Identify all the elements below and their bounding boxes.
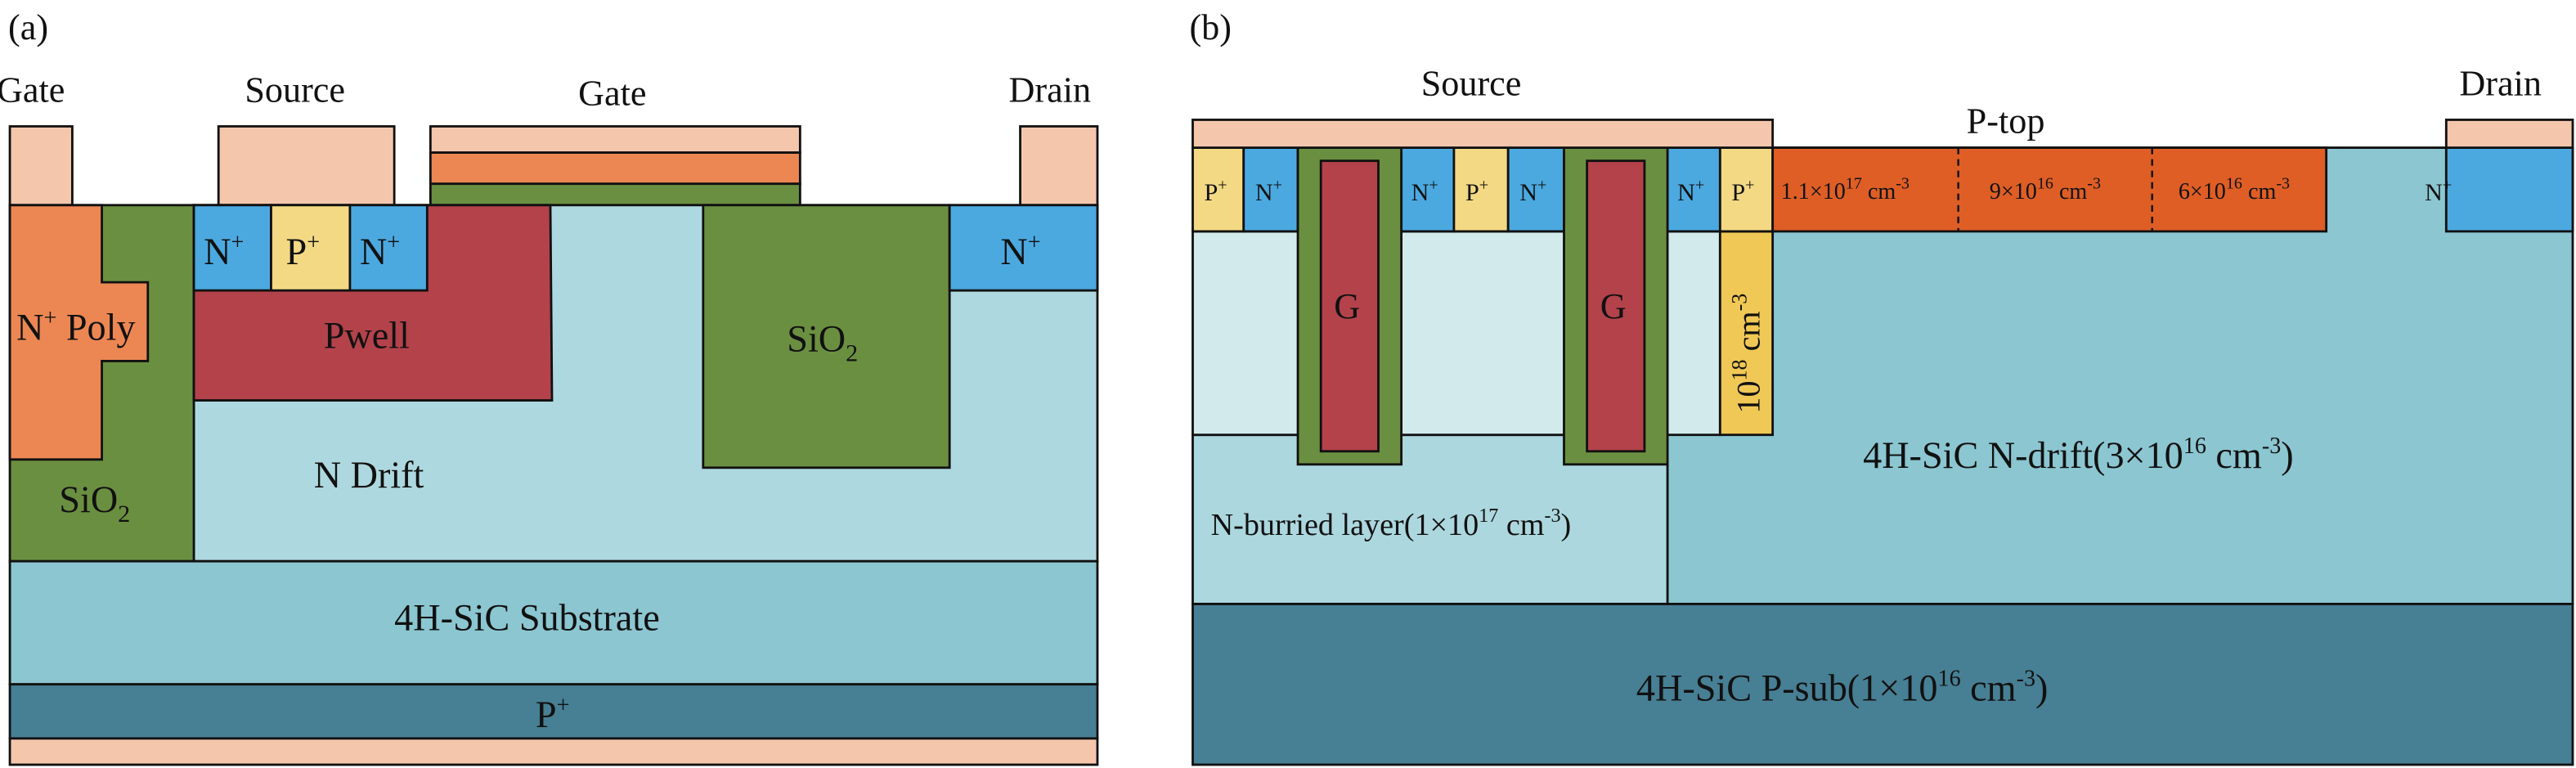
terminal-gate-left-label: Gate	[0, 70, 65, 110]
gate-top-oxide	[429, 182, 801, 207]
top-cell-label: N+	[1677, 177, 1704, 206]
p-plus-layer	[8, 683, 1099, 740]
n-drift-top-label-b: N+	[2425, 177, 2452, 206]
top-cell-p-plus-3	[1718, 146, 1775, 233]
top-cell-label: N+	[1519, 177, 1546, 206]
terminal-source-label-b: Source	[1421, 63, 1522, 103]
n-plus-2-label: N+	[360, 230, 400, 272]
terminal-gate-top-label: Gate	[578, 73, 646, 113]
trench-2-gate	[1586, 159, 1646, 453]
gate-top-poly	[429, 151, 801, 186]
n-plus-1-label: N+	[204, 230, 244, 272]
p-top-zone-1-label: 1.1×1017 cm-3	[1781, 175, 1910, 204]
terminal-drain-label-b: Drain	[2459, 63, 2542, 103]
drain-contact-b	[2444, 119, 2574, 149]
p-sub-label: 4H-SiC P-sub(1×1016 cm-3)	[1636, 667, 2049, 709]
panel-b: (b) Source P-top Drain	[1189, 7, 2574, 766]
gate-1-label: G	[1334, 286, 1360, 326]
source-contact-b	[1192, 119, 1775, 149]
n-buried-layer-label: N-burried layer(1×1017 cm-3)	[1211, 505, 1572, 542]
source-n-plus-1	[192, 204, 272, 292]
substrate-layer	[8, 559, 1099, 686]
p-plus-bottom-label: P+	[536, 693, 570, 735]
drain-n-plus	[948, 204, 1099, 292]
p-top-zone-2-label: 9×1016 cm-3	[1990, 175, 2101, 204]
n-plus-poly-gate	[8, 204, 150, 461]
p-pillar-label: 1018 cm-3	[1727, 294, 1766, 414]
top-cell-label: P+	[1465, 177, 1488, 206]
source-p-plus	[270, 204, 352, 292]
drain-n-plus-b	[2444, 146, 2574, 233]
pwell-label: Pwell	[324, 314, 410, 356]
top-cell-n-plus-3	[1506, 146, 1565, 233]
right-oxide	[702, 204, 951, 469]
n-plus-drain-label: N+	[1000, 230, 1040, 272]
gate-2-label: G	[1600, 286, 1627, 326]
top-cell-label: N+	[1255, 177, 1282, 206]
p-top-zone-3-label: 6×1016 cm-3	[2179, 175, 2290, 204]
source-contact	[217, 125, 396, 207]
top-cell-p-plus-1	[1192, 146, 1245, 233]
terminal-source-label: Source	[245, 70, 345, 110]
drain-contact	[1019, 125, 1099, 207]
panel-a-tag: (a)	[8, 7, 48, 47]
terminal-ptop-label: P-top	[1967, 101, 2045, 141]
p-plus-label: P+	[286, 230, 321, 272]
terminal-drain-label: Drain	[1008, 70, 1091, 110]
top-cell-label: N+	[1411, 177, 1438, 206]
p-top-region	[1771, 146, 2328, 233]
top-cell-label: P+	[1205, 177, 1227, 206]
top-cell-label: P+	[1731, 177, 1754, 206]
p-sub-layer	[1192, 602, 2574, 766]
n-plus-poly-label: N+ Poly	[16, 305, 135, 348]
right-oxide-label: SiO2	[787, 317, 858, 366]
top-cell-p-plus-2	[1452, 146, 1510, 233]
panel-b-tag: (b)	[1189, 7, 1232, 47]
n-drift-label-b: 4H-SiC N-drift(3×1016 cm-3)	[1863, 433, 2294, 476]
p-pillar	[1718, 230, 1775, 437]
back-metal	[8, 737, 1099, 766]
substrate-label: 4H-SiC Substrate	[394, 596, 660, 638]
panel-a: (a) Gate Source Gate Drain N+ Poly	[0, 7, 1099, 766]
trench-1-gate	[1319, 159, 1380, 453]
gate-left-contact	[8, 125, 74, 207]
source-n-plus-2	[348, 204, 429, 292]
gate-top-metal	[429, 125, 801, 155]
left-oxide-label: SiO2	[59, 478, 130, 528]
n-buried-layer	[1192, 433, 1669, 605]
n-drift-label: N Drift	[314, 454, 424, 496]
